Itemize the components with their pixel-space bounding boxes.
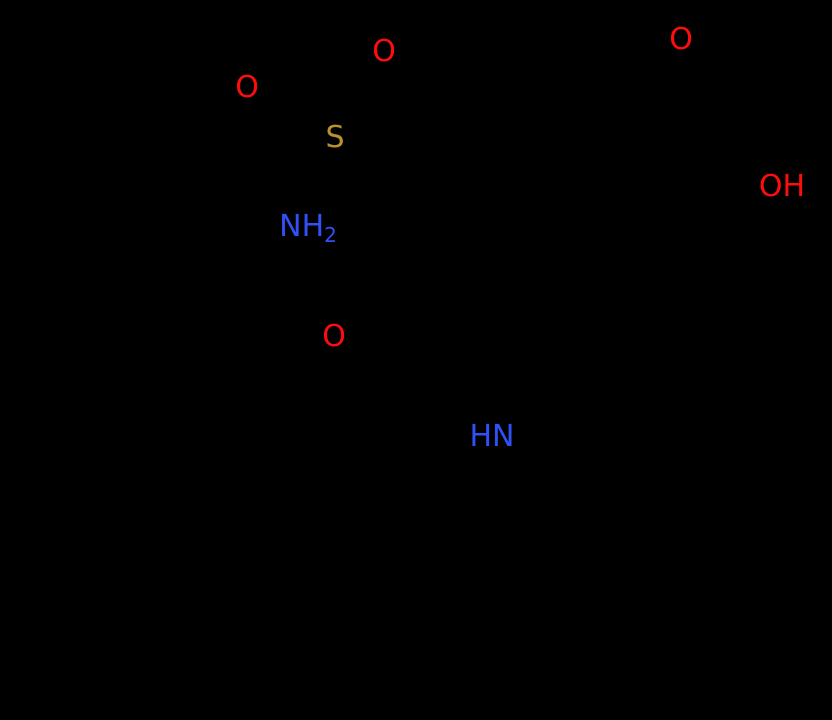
- atom-oxygen-hydroxyl: OH: [759, 172, 805, 202]
- atom-label: O: [235, 70, 259, 105]
- atom-oxygen-sulfonyl-right: O: [372, 37, 396, 67]
- atom-label: HN: [469, 419, 515, 454]
- atom-label: OH: [758, 169, 806, 204]
- atom-sulfur: S: [325, 123, 344, 153]
- atom-label: NH: [279, 209, 325, 244]
- atom-label: S: [325, 120, 345, 155]
- atom-label: O: [372, 34, 396, 69]
- atom-nitrogen-amine: NH2: [279, 209, 337, 246]
- atom-nitrogen-secondary-amine: HN: [470, 422, 515, 452]
- atom-label: O: [322, 319, 346, 354]
- atom-subscript: 2: [324, 223, 337, 247]
- atom-oxygen-carbonyl-acid: O: [669, 25, 693, 55]
- atom-oxygen-sulfonyl-left: O: [235, 73, 259, 103]
- atom-oxygen-ether: O: [322, 322, 346, 352]
- atom-label: O: [669, 22, 693, 57]
